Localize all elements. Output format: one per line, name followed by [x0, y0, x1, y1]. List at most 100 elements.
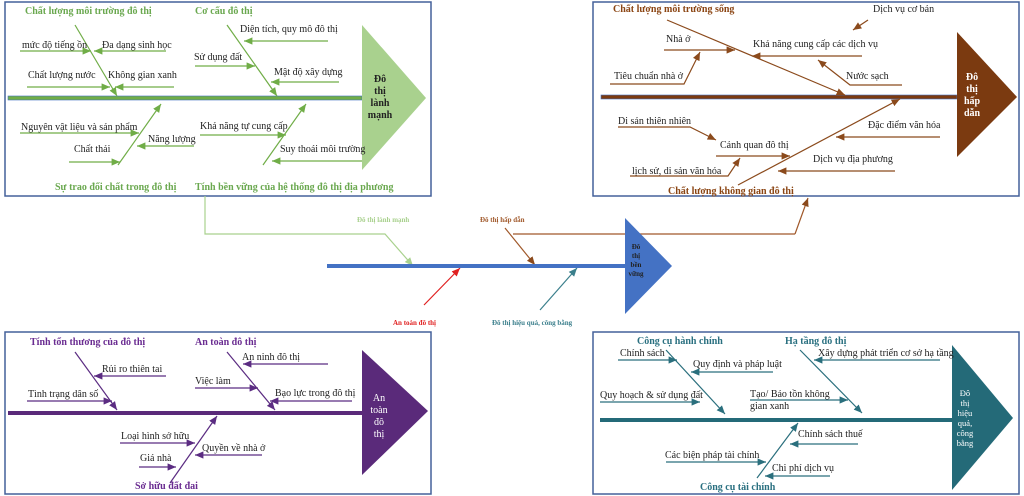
- svg-text:Đô: Đô: [632, 243, 641, 251]
- bone: [756, 422, 799, 479]
- cause-label: Nước sạch: [846, 71, 889, 82]
- spine: [327, 264, 625, 268]
- svg-text:An: An: [373, 393, 385, 404]
- safe-city-diagram: An toàn đô thị Tính tổn thương của đô th…: [4, 331, 432, 495]
- cause-label: Rủi ro thiên tai: [102, 364, 162, 375]
- cause-label: Cảnh quan đô thị: [720, 140, 789, 151]
- spine: [8, 411, 362, 415]
- cause-label: Mật độ xây dựng: [274, 67, 342, 78]
- cause-label: Sử dụng đất: [194, 52, 242, 63]
- category-label: Sự trao đổi chất trong đô thị: [55, 182, 177, 193]
- safe-bone: [423, 267, 461, 306]
- head-label: Đô thị lành mạnh: [368, 74, 393, 121]
- cause-label: Khả năng tự cung cấp: [200, 121, 288, 132]
- cause-label: Diện tích, quy mô đô thị: [240, 24, 338, 35]
- healthy-city-diagram: Đô thị lành mạnh Chất lượng môi trường đ…: [4, 1, 432, 197]
- cause-label: Tình trạng dân số: [28, 389, 98, 400]
- branch-label: An toàn đô thị: [393, 319, 436, 327]
- svg-text:Đô: Đô: [960, 388, 970, 398]
- cause-label: Di sản thiên nhiên: [618, 116, 691, 127]
- cause-label: Đặc điểm văn hóa: [868, 120, 941, 131]
- category-label: Chất lượng môi trường sống: [613, 4, 734, 15]
- head-arrow: [957, 32, 1017, 157]
- svg-text:đô: đô: [374, 417, 384, 428]
- category-label: Sở hữu đất đai: [135, 481, 198, 492]
- svg-text:quả,: quả,: [958, 418, 972, 428]
- svg-text:dẫn: dẫn: [964, 108, 981, 119]
- spine: [7, 95, 363, 101]
- attractive-bone: [504, 227, 536, 266]
- cause-label: lịch sử, di sản văn hóa: [632, 166, 722, 177]
- cause-label: Năng lượng: [148, 134, 196, 145]
- head-label: Đô thị bền vững: [628, 243, 644, 278]
- cause-label: Quy định và pháp luật: [693, 359, 782, 370]
- svg-text:bằng: bằng: [957, 438, 974, 448]
- svg-text:hiệu: hiệu: [958, 408, 973, 418]
- cause-label: Loại hình sở hữu: [121, 431, 189, 442]
- cause-label: gian xanh: [750, 401, 789, 412]
- branch-label: Đô thị hiệu quả, công bằng: [492, 319, 573, 327]
- svg-text:thị: thị: [961, 398, 971, 408]
- head-arrow: [952, 345, 1013, 490]
- head-arrow: [625, 218, 672, 314]
- branch-label: Đô thị hấp dẫn: [480, 216, 525, 224]
- cause-label: Nhà ở: [666, 34, 691, 45]
- svg-text:hấp: hấp: [964, 96, 981, 107]
- cause-label: Nguyên vật liệu và sản phẩm: [21, 122, 138, 133]
- head-label: Đô thị hấp dẫn: [964, 72, 981, 119]
- cause-label: Không gian xanh: [108, 70, 177, 81]
- spine: [600, 94, 958, 100]
- bone: [74, 24, 118, 97]
- svg-text:thị: thị: [966, 84, 978, 95]
- cause-label: Giá nhà: [140, 453, 172, 464]
- svg-text:toàn: toàn: [370, 405, 387, 416]
- bone: [169, 415, 218, 484]
- category-label: Chất lượng không gian đô thị: [668, 186, 794, 197]
- cause-label: Dịch vụ địa phương: [813, 154, 893, 165]
- healthy-connector: [204, 196, 414, 267]
- category-label: Tính bền vững của hệ thống đô thị địa ph…: [195, 182, 393, 193]
- efficient-bone: [539, 267, 578, 311]
- category-label: Công cụ hành chính: [637, 336, 723, 347]
- svg-text:vững: vững: [628, 270, 644, 278]
- cause-label: Xây dựng phát triển cơ sở hạ tầng: [818, 348, 954, 359]
- category-label: Hạ tầng đô thị: [785, 336, 847, 347]
- cause-label: Đa dạng sinh học: [102, 40, 172, 51]
- cause-label: Chính sách thuế: [798, 429, 863, 440]
- bone: [737, 98, 901, 186]
- attractive-connector: [794, 197, 809, 235]
- category-label: Công cụ tài chính: [700, 482, 776, 493]
- svg-text:công: công: [957, 428, 974, 438]
- cause-label: Chi phí dịch vụ: [772, 463, 834, 474]
- spine: [600, 418, 953, 422]
- head-label: An toàn đô thị: [370, 393, 387, 440]
- category-label: Cơ cấu đô thị: [195, 6, 253, 17]
- svg-text:bền: bền: [631, 261, 642, 269]
- svg-text:lành: lành: [371, 98, 390, 109]
- bone: [226, 351, 276, 411]
- bone: [117, 103, 162, 166]
- svg-text:mạnh: mạnh: [368, 110, 393, 121]
- cause-label: Việc làm: [195, 376, 231, 387]
- category-label: Chất lượng môi trường đô thị: [25, 6, 152, 17]
- efficient-city-diagram: Đô thị hiệu quả, công bằng Công cụ hành …: [592, 331, 1020, 495]
- cause-label: An ninh đô thị: [242, 352, 300, 363]
- cause-label: Quyền về nhà ở: [202, 443, 266, 454]
- category-label: Tính tổn thương của đô thị: [30, 337, 145, 348]
- head-label: Đô thị hiệu quả, công bằng: [957, 388, 974, 448]
- svg-text:Đô: Đô: [966, 72, 978, 83]
- branch-label: Đô thị lành mạnh: [357, 216, 409, 224]
- attractive-city-diagram: Đô thị hấp dẫn Chất lượng môi trường sốn…: [592, 1, 1020, 197]
- cause-label: Chất thải: [74, 144, 111, 155]
- cause-label: Chính sách: [620, 348, 665, 359]
- cause-label: Bạo lực trong đô thị: [275, 388, 356, 399]
- cause-label: Tiêu chuẩn nhà ở: [614, 71, 684, 82]
- category-label: An toàn đô thị: [195, 337, 257, 348]
- head-arrow: [362, 350, 428, 475]
- cause-label: Suy thoái môi trường: [280, 144, 365, 155]
- cause-label: Dịch vụ cơ bản: [873, 4, 934, 15]
- svg-text:Đô: Đô: [374, 74, 386, 85]
- head-arrow: [362, 25, 426, 170]
- svg-text:thị: thị: [374, 86, 386, 97]
